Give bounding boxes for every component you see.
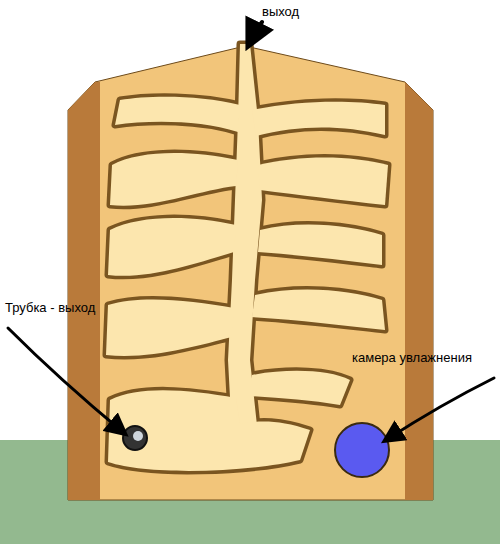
leader-arrow [249, 22, 262, 44]
leader-arrow [386, 378, 494, 440]
callout-label: выход [262, 4, 299, 20]
side-panel [68, 82, 100, 500]
exit-tube-hole [133, 431, 143, 441]
callout-label: Трубка - выход [5, 300, 95, 316]
humidifier-chamber [335, 423, 389, 477]
tunnel-walls [106, 44, 388, 471]
exit-tube [123, 426, 147, 450]
callout-label: камера увлажнения [352, 350, 472, 366]
leader-arrow [8, 328, 124, 433]
side-panel [405, 82, 433, 500]
tunnels [106, 44, 388, 471]
